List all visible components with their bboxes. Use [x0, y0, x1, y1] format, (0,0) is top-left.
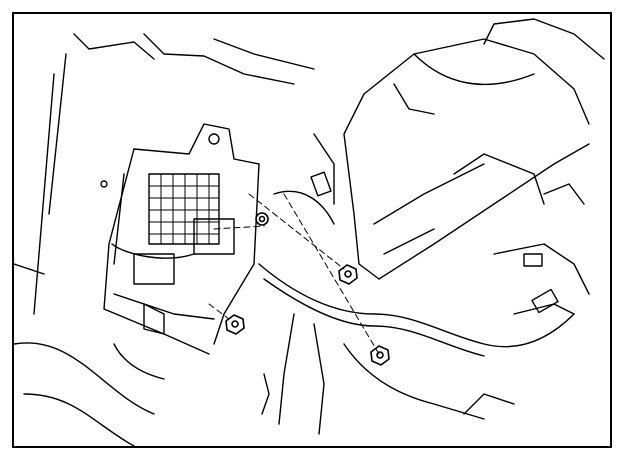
wire-harness — [113, 133, 590, 435]
nut-lower-left — [225, 314, 245, 335]
alignment-lines — [208, 193, 380, 355]
junction-box — [100, 123, 260, 355]
figure-frame — [12, 12, 612, 448]
steering-column-cover — [343, 18, 605, 280]
fuse-cells — [148, 173, 220, 245]
connector-clips — [261, 171, 585, 415]
mounting-hole — [208, 133, 220, 145]
nut-lower-right — [370, 345, 390, 366]
fuse-grid — [148, 173, 220, 245]
nut-upper-left — [255, 212, 269, 226]
nut-upper-right — [338, 264, 358, 285]
dashboard-structure — [14, 33, 315, 446]
exploded-view-illustration — [14, 18, 605, 446]
